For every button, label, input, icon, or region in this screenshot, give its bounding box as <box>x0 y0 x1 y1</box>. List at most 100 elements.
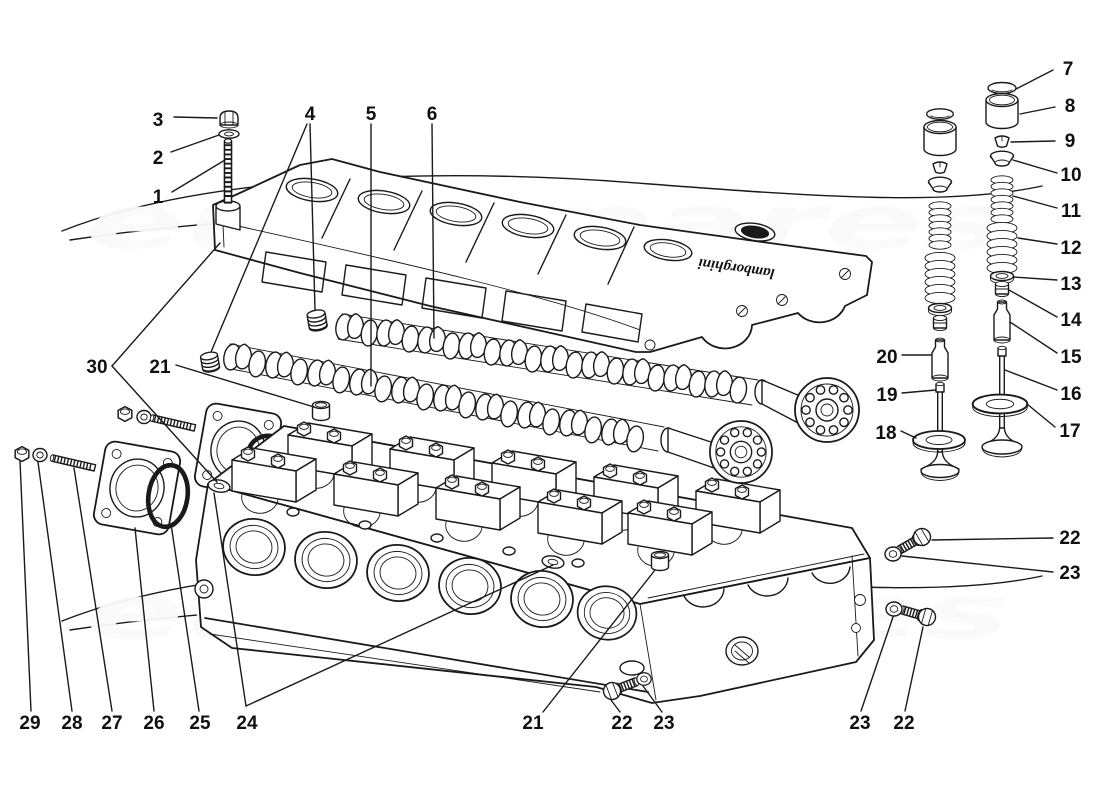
part-label-22b: 22 <box>611 713 632 734</box>
threaded-plug <box>305 307 329 333</box>
part-label-21b: 21 <box>522 713 544 734</box>
valve-spring-inner <box>990 175 1014 224</box>
head-side-hole <box>854 594 866 606</box>
camshaft-lower <box>220 340 773 484</box>
part-label-23c: 23 <box>849 713 870 734</box>
part-label-25: 25 <box>189 713 211 734</box>
part-label-18: 18 <box>875 423 896 444</box>
part-label-2: 2 <box>153 148 164 169</box>
stud <box>49 453 97 472</box>
cap-nut <box>219 110 239 129</box>
bolt-washer <box>885 601 903 617</box>
part-label-6: 6 <box>427 104 438 125</box>
part-label-5: 5 <box>366 104 377 125</box>
part-label-27: 27 <box>101 713 122 734</box>
part-label-22c: 22 <box>893 713 914 734</box>
part-label-24: 24 <box>236 713 258 734</box>
camshaft-upper <box>333 310 860 443</box>
part-label-23: 23 <box>1059 563 1080 584</box>
part-label-10: 10 <box>1060 165 1081 186</box>
cover-ridge-line <box>237 225 641 331</box>
part-label-23b: 23 <box>653 713 674 734</box>
tappet-bucket <box>923 119 957 157</box>
part-label-13: 13 <box>1060 274 1081 295</box>
cover-stud-boss <box>215 200 241 231</box>
tappet-shim-cap <box>987 81 1017 95</box>
valve-guide <box>931 337 949 382</box>
part-label-3: 3 <box>153 110 164 131</box>
bolt-washer <box>884 546 902 562</box>
valve-spring-outer <box>924 251 956 305</box>
tappet-bucket <box>985 92 1019 130</box>
valve-seat-ring <box>912 430 966 453</box>
cover-ribs <box>321 178 635 285</box>
valve-stack-left <box>912 108 966 481</box>
valve-cover: lamborghini <box>212 158 873 353</box>
part-labels: 1 2 3 4 5 6 7 8 9 10 11 12 13 14 15 16 1… <box>19 59 1082 734</box>
part-label-29: 29 <box>19 713 40 734</box>
head-foot-boss <box>619 660 645 676</box>
stud-nut <box>117 405 133 423</box>
cam-bearing-arches <box>647 553 865 608</box>
o-ring-seal-front <box>145 462 191 530</box>
camshaft-end-plate-front <box>91 439 183 537</box>
part-label-7: 7 <box>1063 59 1074 80</box>
part-label-19: 19 <box>876 385 897 406</box>
stud-washer <box>32 447 48 463</box>
part-label-20: 20 <box>876 347 897 368</box>
valve-spring-outer <box>986 221 1018 275</box>
spark-plug-hole <box>725 636 759 666</box>
head-edge <box>851 555 859 657</box>
head-base-edge <box>204 617 649 693</box>
part-label-22: 22 <box>1059 528 1080 549</box>
valve <box>981 345 1023 458</box>
part-label-1: 1 <box>153 187 164 208</box>
cover-front-panels <box>261 251 643 343</box>
camshaft-neck <box>667 427 715 469</box>
cup-plug <box>650 550 670 572</box>
stud-washer <box>218 129 240 139</box>
part-label-14: 14 <box>1060 310 1082 331</box>
bolt-washer <box>636 672 652 686</box>
cover-screws <box>736 268 851 317</box>
cup-plug <box>311 400 331 422</box>
part-label-17: 17 <box>1059 421 1080 442</box>
spring-retainer <box>989 150 1015 167</box>
part-label-26: 26 <box>143 713 164 734</box>
stud <box>149 413 197 432</box>
valve <box>920 381 960 481</box>
stud <box>223 137 233 204</box>
part-label-12: 12 <box>1060 238 1081 259</box>
part-label-9: 9 <box>1065 131 1076 152</box>
part-label-16: 16 <box>1060 384 1081 405</box>
valve-stem-seal <box>932 314 948 332</box>
oil-filler-cap <box>734 222 776 242</box>
part-label-30: 30 <box>86 357 107 378</box>
leader-lines <box>19 69 1058 713</box>
head-front-bosses <box>286 507 585 568</box>
spring-seat <box>927 302 953 317</box>
cylinder-head <box>194 422 875 704</box>
watermark-swoosh <box>61 175 1043 232</box>
valve-spring-inner <box>928 201 952 250</box>
part-label-4: 4 <box>305 104 316 125</box>
head-edge <box>639 603 657 701</box>
camshaft-flange-upper <box>794 377 860 443</box>
head-side-hole <box>851 623 861 633</box>
part-label-11: 11 <box>1061 201 1082 222</box>
cover-stud-assembly <box>218 110 240 204</box>
head-base-rib <box>209 633 601 693</box>
camshaft-neck <box>761 379 801 425</box>
valve-stem-seal <box>994 280 1010 298</box>
valve-stack-right <box>971 81 1029 458</box>
part-label-8: 8 <box>1065 96 1076 117</box>
head-mount-lug <box>194 579 214 599</box>
cover-foot-hole <box>644 339 656 351</box>
valve-collet <box>994 135 1010 148</box>
part-label-21: 21 <box>149 357 171 378</box>
stud-set-upper <box>117 405 197 432</box>
valve-guide <box>993 299 1011 344</box>
valve-seat-ring <box>971 393 1029 418</box>
